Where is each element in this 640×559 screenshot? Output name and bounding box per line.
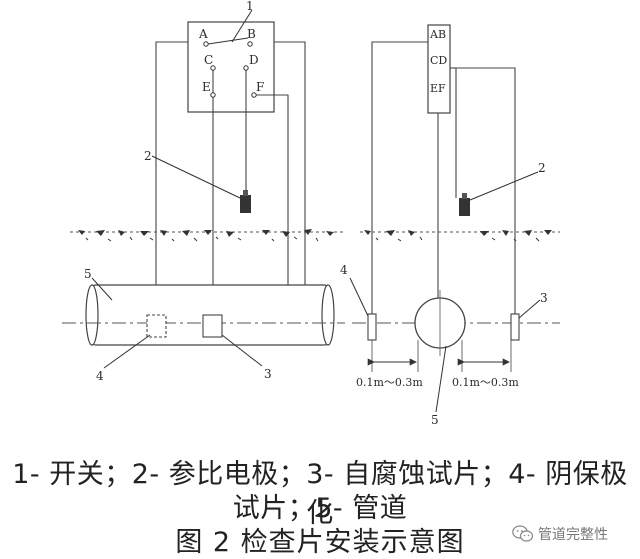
natural-coupon-right [510,313,520,341]
callout-2-left-leader [151,155,241,199]
reference-electrode-right [459,198,470,216]
terminal-c [210,65,216,71]
callout-4-right-leader [349,277,369,317]
callout-5-right: 5 [431,413,439,427]
label-ab: AB [429,28,446,41]
label-ef: EF [430,82,446,95]
watermark: 管道完整性 [512,524,608,544]
callout-2-right: 2 [538,161,546,175]
callout-4-left-leader [103,334,151,369]
terminal-e [210,92,216,98]
label-a: A [198,27,208,41]
switch-box-left [187,21,275,113]
cp-coupon-left [146,314,167,338]
pipe-left-end-l [85,284,99,346]
cp-coupon-right [367,313,377,341]
switch-box-right [427,24,451,114]
legend-line-1: 1- 开关；2- 参比电极；3- 自腐蚀试片；4- 阴保极化 [12,459,628,529]
callout-3-right: 3 [540,291,548,305]
watermark-text: 管道完整性 [538,527,608,543]
soil-pattern-right [364,230,552,242]
terminal-b [247,41,253,47]
callout-5-right-leader [435,345,447,413]
callout-3-right-leader [518,299,541,319]
left-view: A B C D E F 1 2 5 4 3 [62,0,345,383]
soil-pattern-left [78,229,334,242]
label-d: D [249,53,259,67]
callout-3-left-leader [221,334,263,367]
label-e: E [202,80,211,94]
terminal-d [243,65,249,71]
switch-blade [207,37,249,45]
figure-title: 图 2 检查片安装示意图 [175,527,465,558]
pipe-left-end-r [321,284,335,346]
label-f: F [256,80,264,94]
callout-1-leader [231,9,253,43]
wechat-icon [512,525,534,542]
label-c: C [204,53,213,67]
callout-5-left: 5 [84,267,92,281]
callout-5-left-leader [91,277,113,301]
dim-label-left: 0.1m～0.3m [356,376,423,389]
wire-right-far [450,67,516,318]
terminal-a [203,41,209,47]
label-b: B [247,27,256,41]
reference-electrode-left [240,195,251,213]
callout-2-left: 2 [144,149,152,163]
terminal-f [251,92,257,98]
installation-diagram: A B C D E F 1 2 5 4 3 [62,0,560,427]
legend-line-2: 试片；5- 管道 [232,493,408,524]
natural-coupon-left [202,314,223,338]
label-cd: CD [430,54,447,67]
callout-4-right: 4 [340,263,348,277]
callout-1: 1 [246,0,254,13]
callout-2-right-leader [469,171,539,201]
callout-3-left: 3 [264,367,272,381]
callout-4-left: 4 [96,369,104,383]
reference-electrode-left-cap [243,190,248,196]
wire-frame-left [155,41,306,303]
dim-label-right: 0.1m～0.3m [452,376,519,389]
wire-f [254,94,289,303]
wire-frame-right [371,41,428,318]
reference-electrode-right-cap [462,193,467,199]
right-view: AB CD EF 2 4 3 0.1m～0.3m 0.1m～0.3m [340,24,560,427]
